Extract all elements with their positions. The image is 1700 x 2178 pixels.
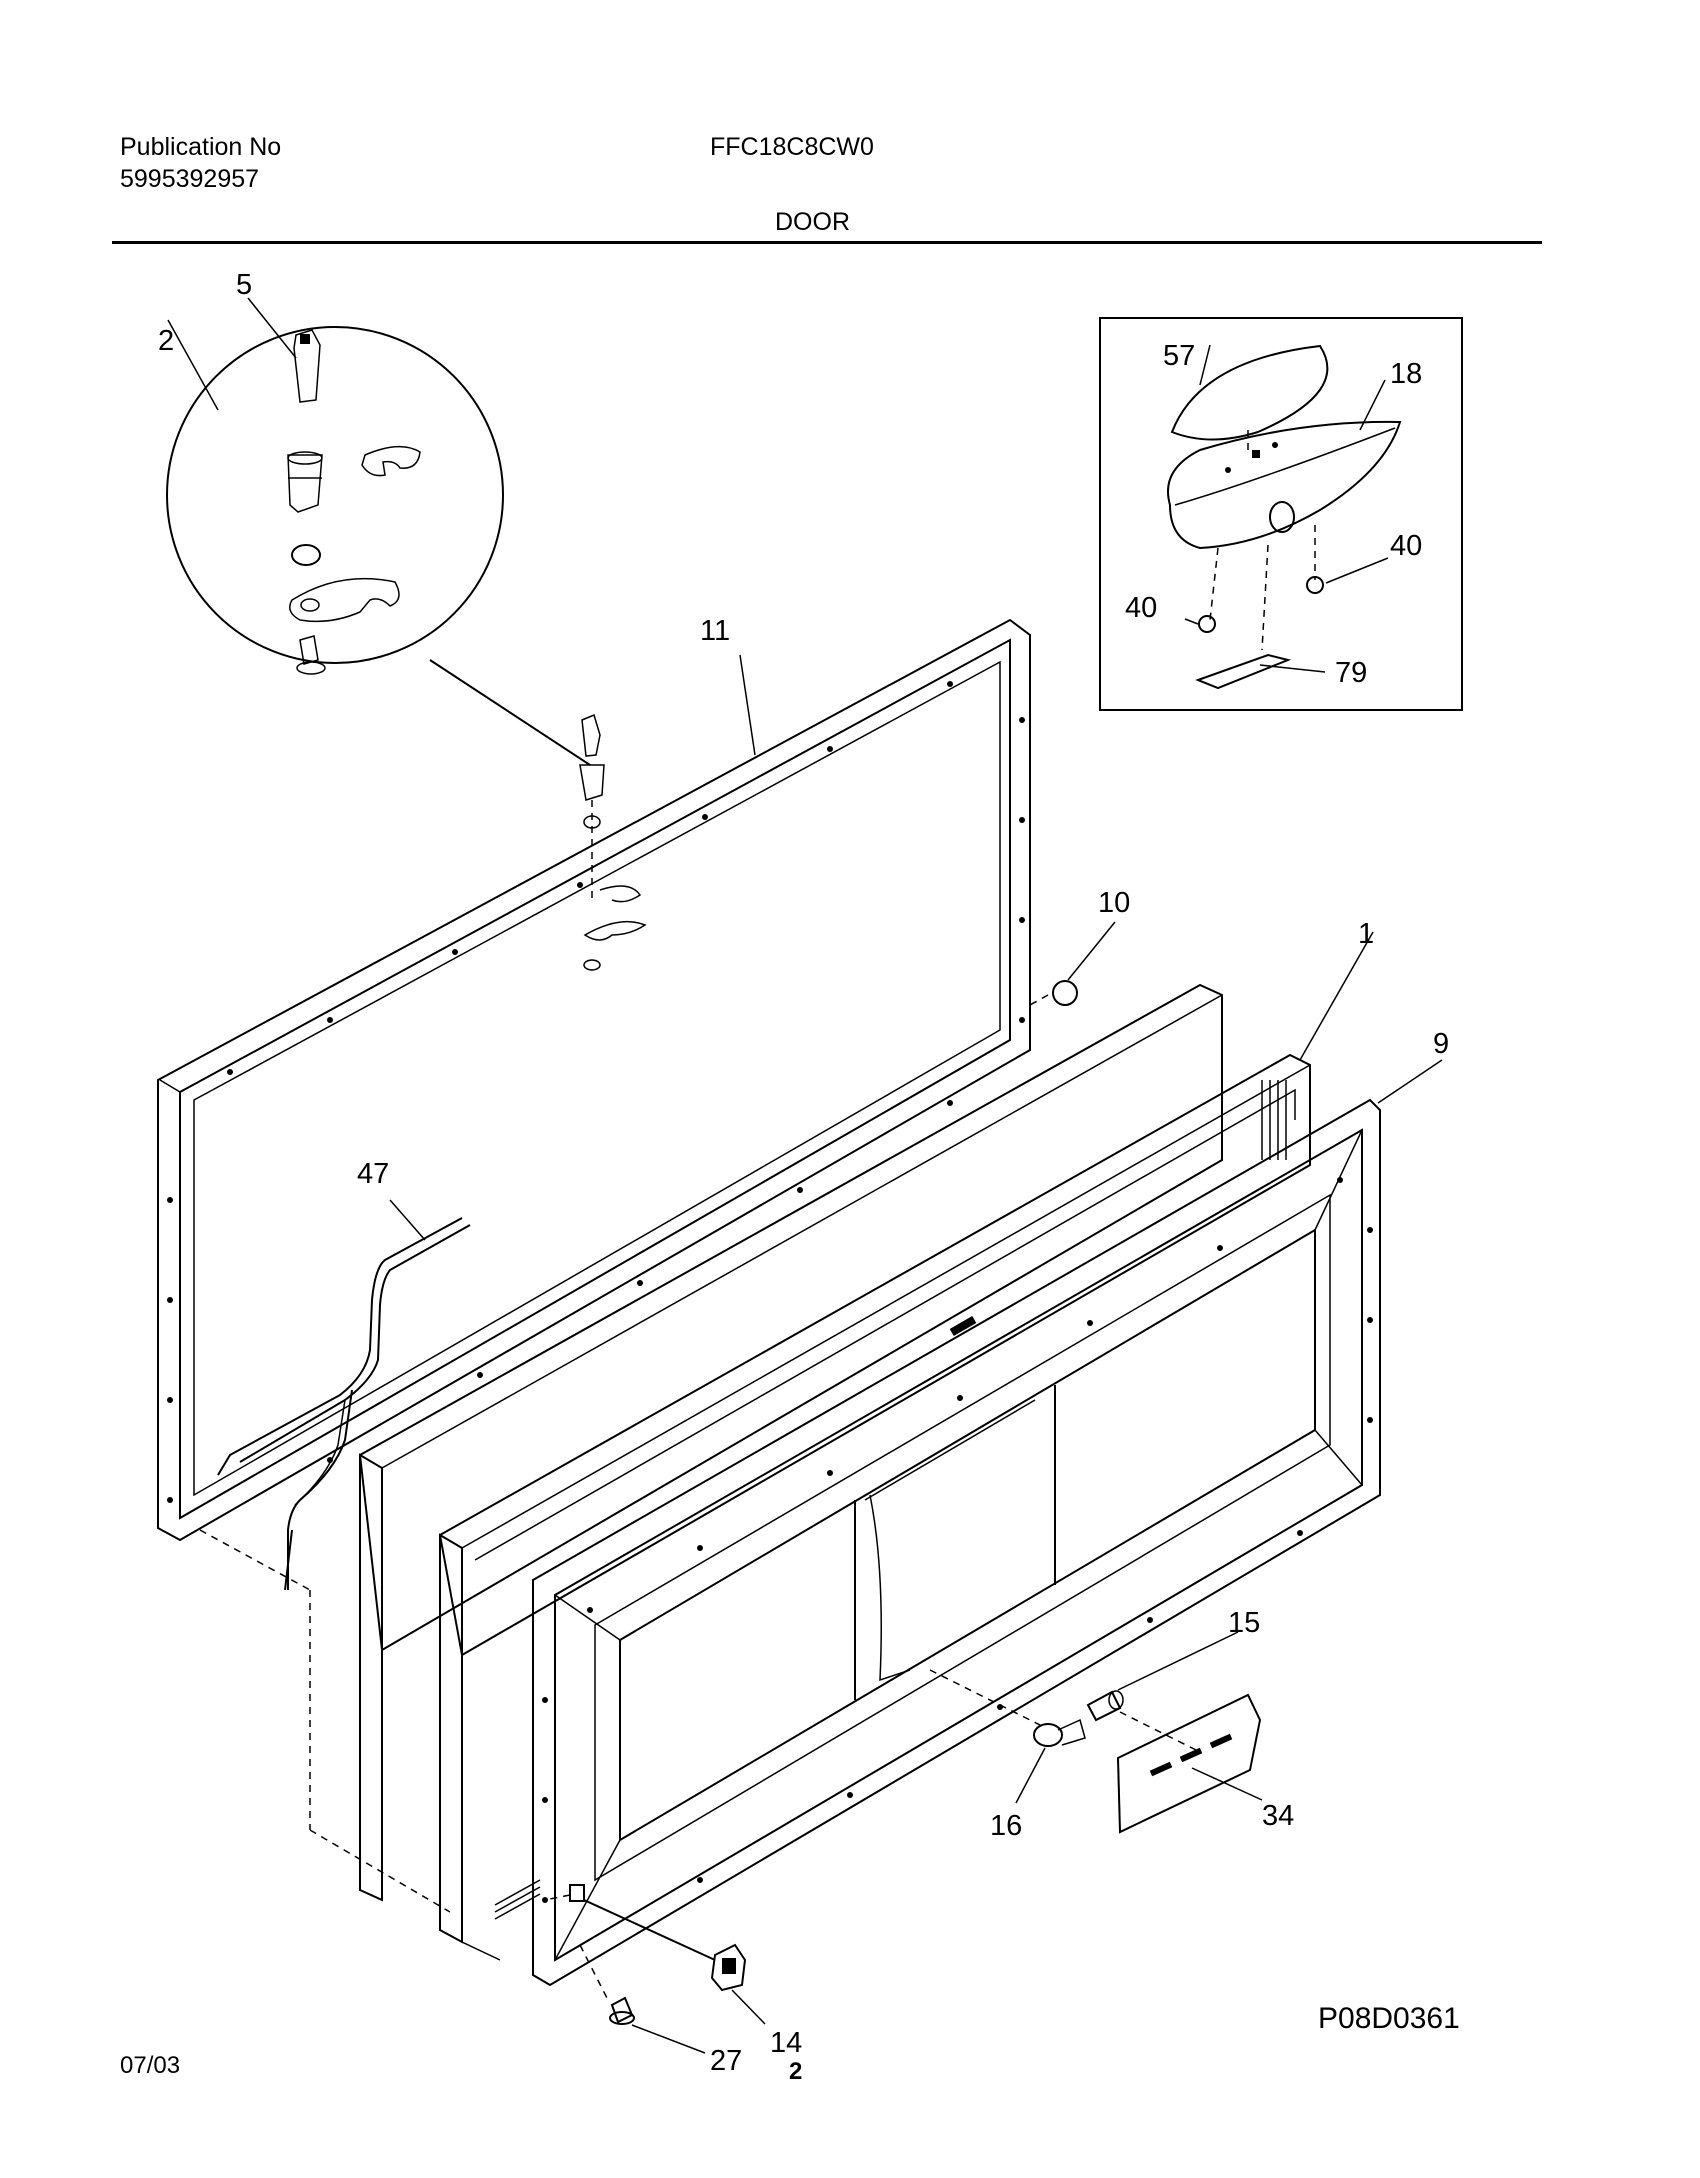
hinge-cover-detail-box [1099, 317, 1463, 711]
page-number: 2 [789, 2058, 803, 2085]
callout-27: 27 [710, 2045, 742, 2077]
callout-79: 79 [1335, 657, 1367, 689]
screw-part [299, 635, 319, 665]
insulation-slab [358, 983, 1223, 1902]
callout-leaders [167, 297, 1443, 2054]
heater-wire-part [217, 1217, 463, 1476]
callout-11: 11 [700, 615, 730, 647]
publication-label: Publication No [120, 133, 282, 161]
callout-40-right: 40 [1390, 530, 1422, 562]
bracket-part [1195, 653, 1292, 690]
thermostat-shaft-part [1086, 1690, 1124, 1722]
nut-part [1306, 576, 1324, 594]
callout-40-left: 40 [1125, 592, 1157, 624]
callout-15: 15 [1228, 1607, 1260, 1639]
callout-5: 5 [236, 269, 252, 301]
o-ring-part [291, 544, 321, 566]
cover-part [1170, 344, 1329, 441]
key-part [293, 329, 321, 403]
callout-34: 34 [1262, 1800, 1294, 1832]
hinge-housing-part [1167, 420, 1402, 550]
lock-cylinder-part [287, 454, 323, 513]
clip-part [361, 446, 421, 477]
cam-part [289, 577, 400, 623]
callout-10: 10 [1098, 887, 1130, 919]
callout-16: 16 [990, 1810, 1022, 1842]
callout-57: 57 [1163, 340, 1195, 372]
callout-47: 47 [357, 1158, 389, 1190]
hinge-cap-part [1052, 980, 1078, 1006]
callout-2: 2 [158, 325, 174, 357]
callout-14: 14 [770, 2027, 802, 2059]
nut-part [1198, 615, 1216, 633]
callout-1: 1 [1358, 918, 1374, 950]
thermostat-knob-part [929, 1669, 1086, 1747]
callout-18: 18 [1390, 358, 1422, 390]
inner-liner-gasket [494, 1098, 1381, 1987]
lock-detail-circle [166, 326, 591, 766]
outer-door-panel [157, 618, 1078, 1591]
revision-date: 07/03 [120, 2052, 181, 2079]
section-title: DOOR [775, 208, 850, 236]
door-liner-frame [438, 1053, 1311, 1961]
switch-part [583, 1899, 747, 1992]
model-number: FFC18C8CW0 [710, 133, 874, 161]
control-panel-part [1116, 1693, 1262, 1834]
header-rule [112, 241, 1542, 244]
callout-9: 9 [1433, 1028, 1449, 1060]
drawing-id: P08D0361 [1318, 2002, 1460, 2035]
publication-number: 5995392957 [120, 165, 260, 193]
push-pin-part [579, 1944, 635, 2025]
